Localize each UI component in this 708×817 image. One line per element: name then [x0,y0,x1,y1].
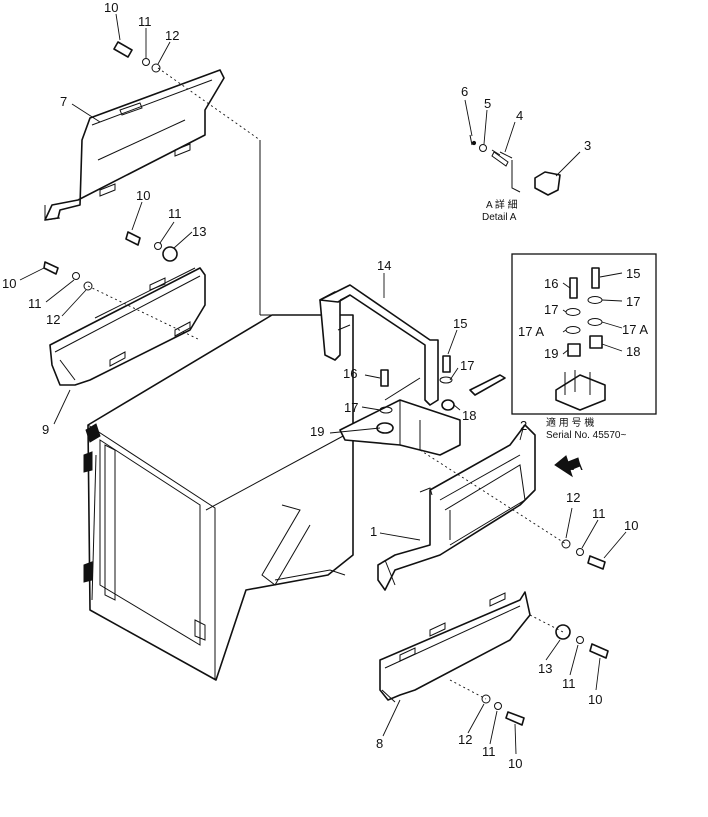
callout-15-main: 15 [453,316,467,331]
callout-3: 3 [584,138,591,153]
callout-17-main-left: 17 [344,400,358,415]
callout-10-right: 10 [624,518,638,533]
callout-2: 2 [520,418,527,433]
callout-12-right: 12 [566,490,580,505]
callout-12-bottom: 12 [458,732,472,747]
bracket-assembly [339,374,506,456]
callout-11-left: 11 [28,296,42,311]
callout-13-low: 13 [538,661,552,676]
serial-caption: 適 用 号 機 Serial No. 45570~ [546,416,626,441]
detail-a-title-jp: A 詳 細 [486,198,518,211]
view-arrow-a-label: A [572,457,583,474]
callout-6: 6 [461,84,468,99]
fasteners [43,41,609,726]
view-arrow-a [554,455,581,478]
callout-19-main: 19 [310,424,324,439]
callout-10-top: 10 [104,0,118,15]
callout-8: 8 [376,736,383,751]
callout-14: 14 [377,258,391,273]
callout-11-mid: 11 [168,206,182,221]
cover-part-7 [44,69,225,221]
serial-number-text: Serial No. 45570~ [546,430,626,441]
callout-9: 9 [42,422,49,437]
callout-17-main-right: 17 [460,358,474,373]
inset-callout-15: 15 [626,266,640,281]
callout-18-main: 18 [462,408,476,423]
callout-11-top: 11 [138,14,152,29]
radiator-guard-body [83,140,354,681]
inset-callout-17-right: 17 [626,294,640,309]
frame-part-14 [319,284,439,406]
cover-part-1 [377,424,536,591]
inset-callout-19: 19 [544,346,558,361]
callout-labels: 10 11 12 7 10 11 13 10 11 12 9 14 15 16 … [2,0,648,771]
callout-12-left: 12 [46,312,60,327]
inset-callout-18: 18 [626,344,640,359]
detail-a-latch [469,134,561,196]
callout-11-bottom: 11 [482,744,496,759]
inset-callout-17a-right: 17 A [622,322,648,337]
callout-1: 1 [370,524,377,539]
callout-5: 5 [484,96,491,111]
inset-callout-17-left: 17 [544,302,558,317]
callout-11-right: 11 [592,506,606,521]
cover-part-8 [379,591,531,703]
callout-10-low: 10 [588,692,602,707]
callout-4: 4 [516,108,523,123]
inset-callout-17a-left: 17 A [518,324,544,339]
inset-callout-16: 16 [544,276,558,291]
callout-11-low: 11 [562,676,576,691]
callout-10-bottom: 10 [508,756,522,771]
callout-10-mid: 10 [136,188,150,203]
serial-title-jp: 適 用 号 機 [546,416,594,429]
callout-13-mid: 13 [192,224,206,239]
serial-inset-box [511,253,657,415]
detail-a-title-en: Detail A [482,212,517,223]
detail-a-caption: A 詳 細 Detail A [482,198,518,223]
leader-lines [19,13,627,755]
callout-16-main: 16 [343,366,357,381]
callout-10-left: 10 [2,276,16,291]
cover-part-9 [49,267,206,386]
callout-12-top: 12 [165,28,179,43]
callout-7: 7 [60,94,67,109]
